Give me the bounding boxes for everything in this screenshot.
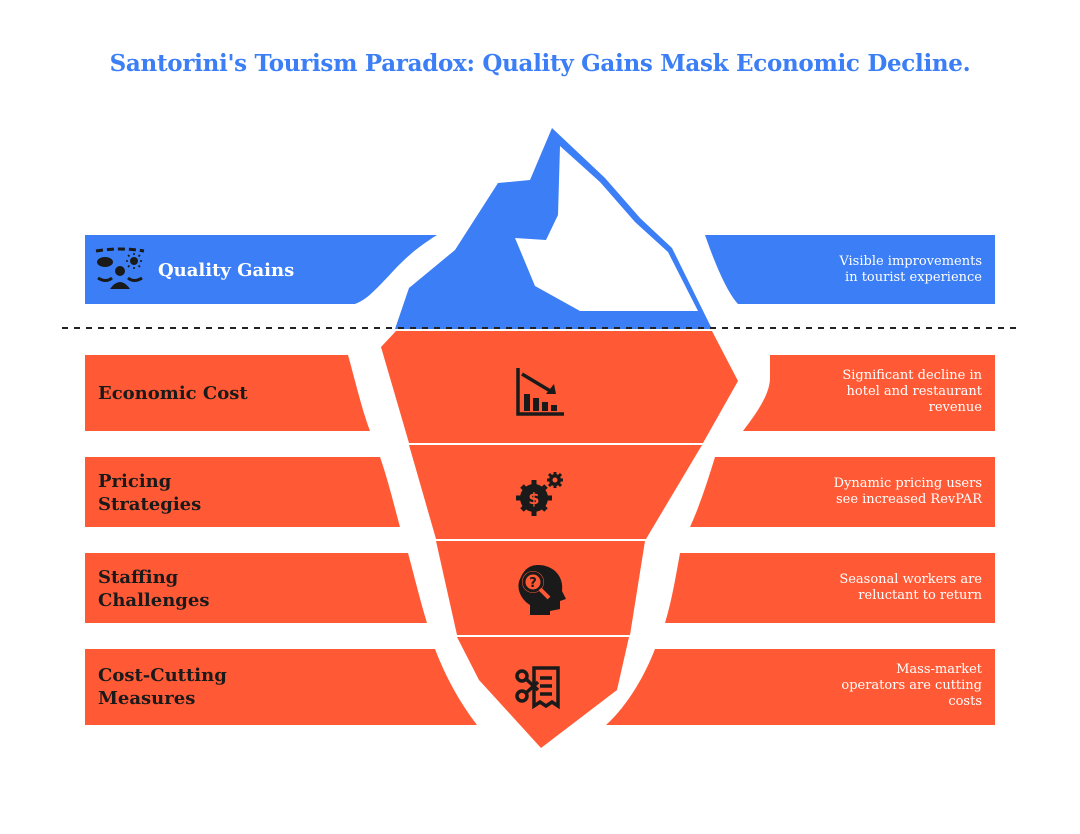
declining-chart-icon (516, 368, 564, 416)
staffing-challenges-description: Seasonal workers are reluctant to return (839, 572, 982, 603)
quality-gains-band (85, 235, 437, 304)
economic-cost-description: Significant decline in hotel and restaur… (842, 368, 982, 415)
quality-gains-label: Quality Gains (158, 260, 295, 281)
pricing-strategies-band-right (690, 457, 995, 527)
cost-cutting-description: Mass-market operators are cutting costs (841, 662, 982, 709)
svg-text:$: $ (528, 489, 539, 508)
quality-gains-band-right (705, 235, 995, 304)
economic-cost-label: Economic Cost (98, 383, 248, 404)
pricing-strategies-band (85, 457, 400, 527)
question-head-icon: ? (518, 565, 566, 615)
iceberg-layer-2 (409, 445, 702, 539)
quality-gains-description: Visible improvements in tourist experien… (839, 254, 982, 285)
scissors-receipt-icon (515, 666, 560, 710)
cost-cutting-band (85, 649, 477, 725)
tourist-experience-icon (95, 247, 145, 289)
dollar-gears-icon: $ (516, 472, 563, 516)
cost-cutting-label: Cost-Cutting Measures (98, 665, 227, 709)
economic-cost-band (85, 355, 370, 431)
pricing-strategies-label: Pricing Strategies (98, 471, 202, 515)
economic-cost-band-right (743, 355, 995, 431)
staffing-challenges-band-right (665, 553, 995, 623)
cost-cutting-band-right (606, 649, 995, 725)
staffing-challenges-label: Staffing Challenges (98, 567, 210, 611)
iceberg-layer-1 (381, 331, 738, 443)
staffing-challenges-band (85, 553, 427, 623)
pricing-strategies-description: Dynamic pricing users see increased RevP… (833, 476, 982, 507)
page-title: Santorini's Tourism Paradox: Quality Gai… (109, 50, 971, 77)
svg-text:?: ? (529, 576, 537, 591)
iceberg-highlight (515, 146, 698, 311)
